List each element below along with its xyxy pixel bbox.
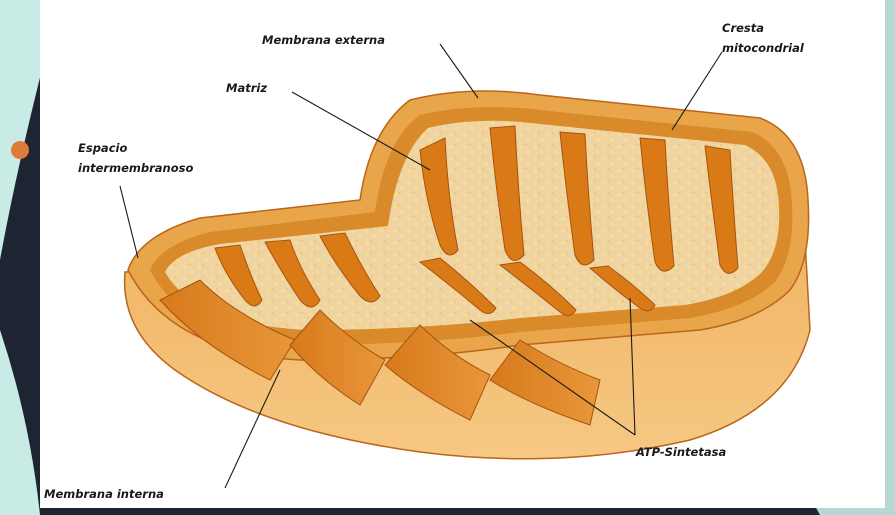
- label-intermembrane-line2: intermembranoso: [78, 161, 193, 175]
- label-atp-synthase: ATP-Sintetasa: [635, 445, 726, 459]
- label-crista-line1: Cresta: [722, 21, 764, 35]
- label-intermembrane-line1: Espacio: [78, 141, 127, 155]
- label-crista-line2: mitocondrial: [722, 41, 805, 55]
- label-matrix: Matriz: [226, 81, 267, 95]
- label-outer-membrane: Membrana externa: [262, 33, 385, 47]
- label-inner-membrane: Membrana interna: [44, 487, 164, 501]
